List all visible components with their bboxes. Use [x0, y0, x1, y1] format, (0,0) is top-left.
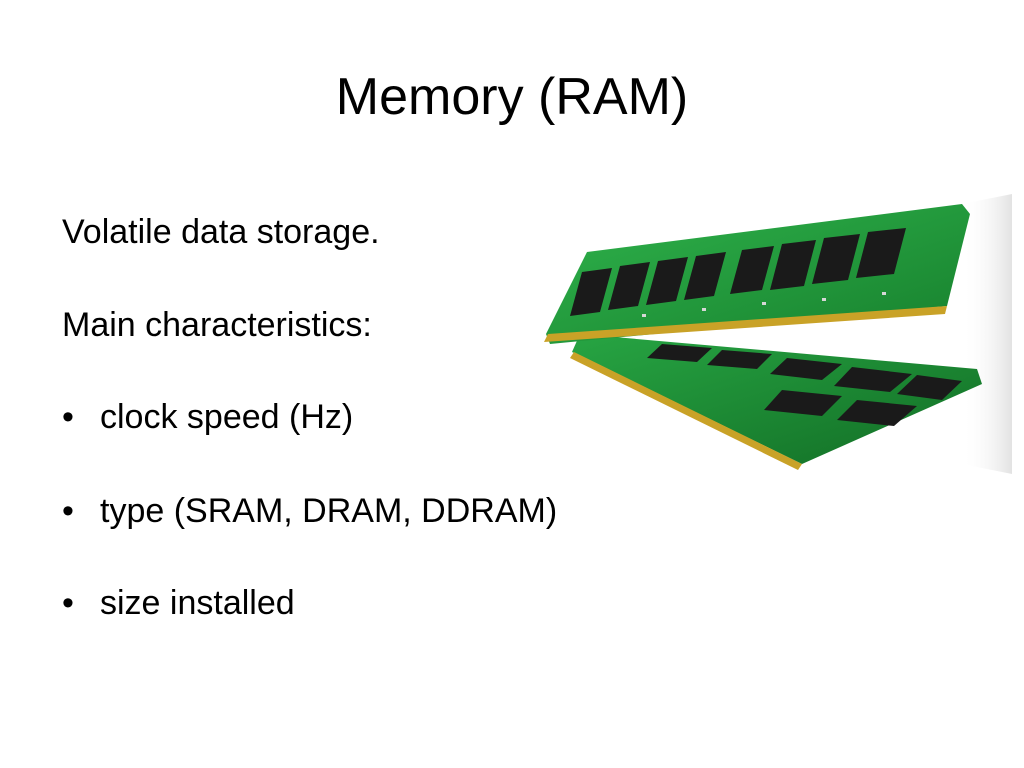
list-item-text: size installed — [100, 584, 295, 622]
list-item-text: type (SRAM, DRAM, DDRAM) — [100, 492, 558, 530]
ram-module-lower — [570, 334, 982, 470]
paragraph-volatile: Volatile data storage. — [62, 213, 380, 251]
ram-module-upper — [544, 204, 970, 344]
bullet-icon: • — [62, 584, 74, 622]
ram-modules-icon — [544, 194, 1012, 474]
bullet-icon: • — [62, 398, 74, 436]
list-item-text: clock speed (Hz) — [100, 398, 354, 436]
paragraph-characteristics: Main characteristics: — [62, 306, 372, 344]
bullet-icon: • — [62, 492, 74, 530]
slide-title: Memory (RAM) — [335, 68, 689, 126]
